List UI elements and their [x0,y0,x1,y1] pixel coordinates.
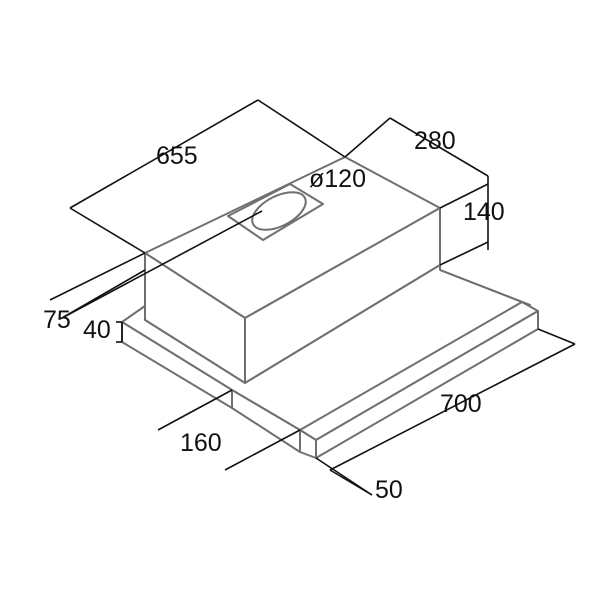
dim-140-ext-top [439,183,489,209]
label-280: 280 [414,127,456,155]
dim-140-ext-bottom [439,241,489,266]
label-140: 140 [463,198,505,226]
duct-ring-icon [251,191,307,231]
front-visor [299,301,539,459]
dimension-lines [49,99,576,496]
dim-280-line [389,117,489,177]
dim-280-ext [344,117,391,158]
hood-upper-body [144,156,441,384]
label-700: 700 [440,390,482,418]
dim-655-ext-right [257,99,346,158]
dim-75-ext [49,252,146,301]
label-40: 40 [83,316,111,344]
dim-700-ext [537,328,576,345]
dim-700-line [329,343,576,471]
label-duct-diameter: ø120 [309,165,366,193]
label-655: 655 [156,142,198,170]
dim-160-line [224,429,301,471]
duct-opening [227,183,324,241]
label-160: 160 [180,429,222,457]
label-75: 75 [43,306,71,334]
base-plate-rear-edge [439,269,531,306]
label-50: 50 [375,476,403,504]
dim-655-ext-left [69,207,146,254]
dim-120-leader [61,210,263,319]
duct-plate [227,183,324,241]
dimension-labels: 655 280 140 ø120 75 40 160 700 50 [43,127,505,504]
dim-75-line [61,269,146,319]
dim-50-ext [329,469,373,496]
dim-160-ext-left [157,389,233,431]
dim-655-line [69,99,259,209]
